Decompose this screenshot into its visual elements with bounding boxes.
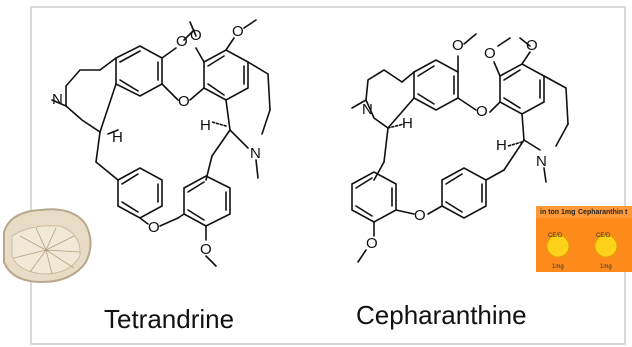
atom-o: O [366,235,378,252]
atom-n: N [362,101,373,118]
atom-h: H [402,115,413,132]
atom-h: H [496,137,507,154]
tetrandrine-structure [51,19,271,267]
atom-o: O [484,45,496,62]
drug-package-image: in ton 1mg Cepharanthin t CE/D CE/D 1mg … [536,206,632,272]
atom-o: O [414,207,426,224]
atom-h: H [112,129,123,146]
atom-o: O [178,93,190,110]
figure-frame [30,6,626,345]
caption-cepharanthine: Cepharanthine [356,300,527,330]
root-slice-image [3,208,92,284]
cepharanthine-structure [351,33,569,263]
package-label-left: in ton 1mg [540,209,575,216]
pill-stamp: CE/D [548,233,563,239]
atom-o: O [148,219,160,236]
pill-dose: 1mg [600,264,612,270]
atom-o: O [190,27,202,44]
atom-n: N [536,153,547,170]
pill-dose: 1mg [552,264,564,270]
atom-n: N [250,145,261,162]
atom-o: O [476,103,488,120]
atom-o: O [526,37,538,54]
caption-tetrandrine: Tetrandrine [104,304,235,334]
package-label-right: Cepharanthin t [578,209,628,216]
atom-n: N [52,91,63,108]
atom-o: O [200,241,212,258]
tetrandrine-labels: N N O O O O O O H H [52,23,261,258]
cepharanthine-labels: N N O O O O O O H H [362,37,547,252]
atom-o: O [452,37,464,54]
atom-o: O [176,33,188,50]
atom-h: H [200,117,211,134]
pill-stamp: CE/D [596,233,611,239]
atom-o: O [232,23,244,40]
